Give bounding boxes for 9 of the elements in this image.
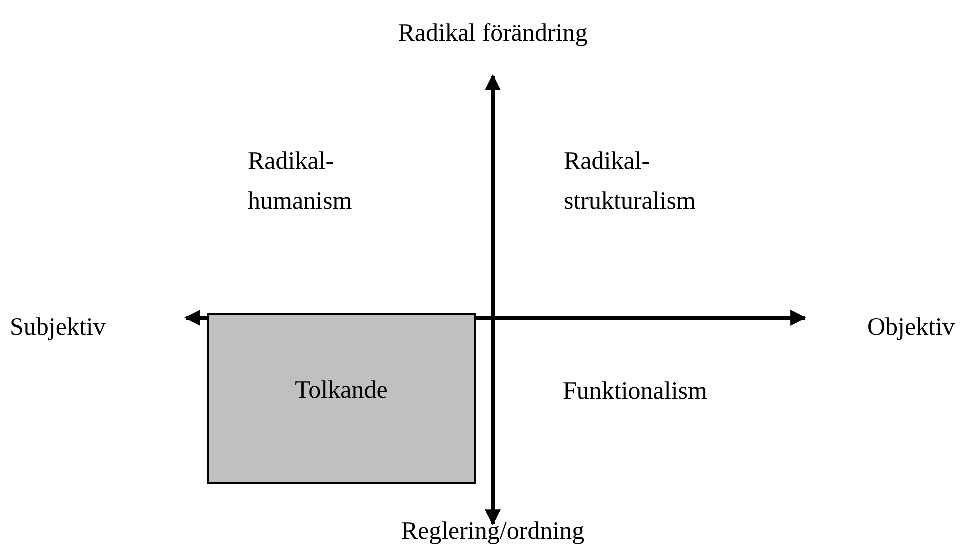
axis-label: Subjektiv — [10, 313, 106, 343]
axis-label: Radikal- strukturalism — [564, 147, 697, 217]
shaded-box — [207, 313, 476, 484]
axis-label: Objektiv — [868, 313, 955, 343]
axis-label: Radikal förändring — [398, 19, 588, 49]
axis-label: Radikal- humanism — [248, 147, 354, 217]
box-label: Tolkande — [295, 376, 388, 406]
axis-label: Funktionalism — [563, 377, 708, 407]
axis-label: Reglering/ordning — [401, 517, 585, 547]
